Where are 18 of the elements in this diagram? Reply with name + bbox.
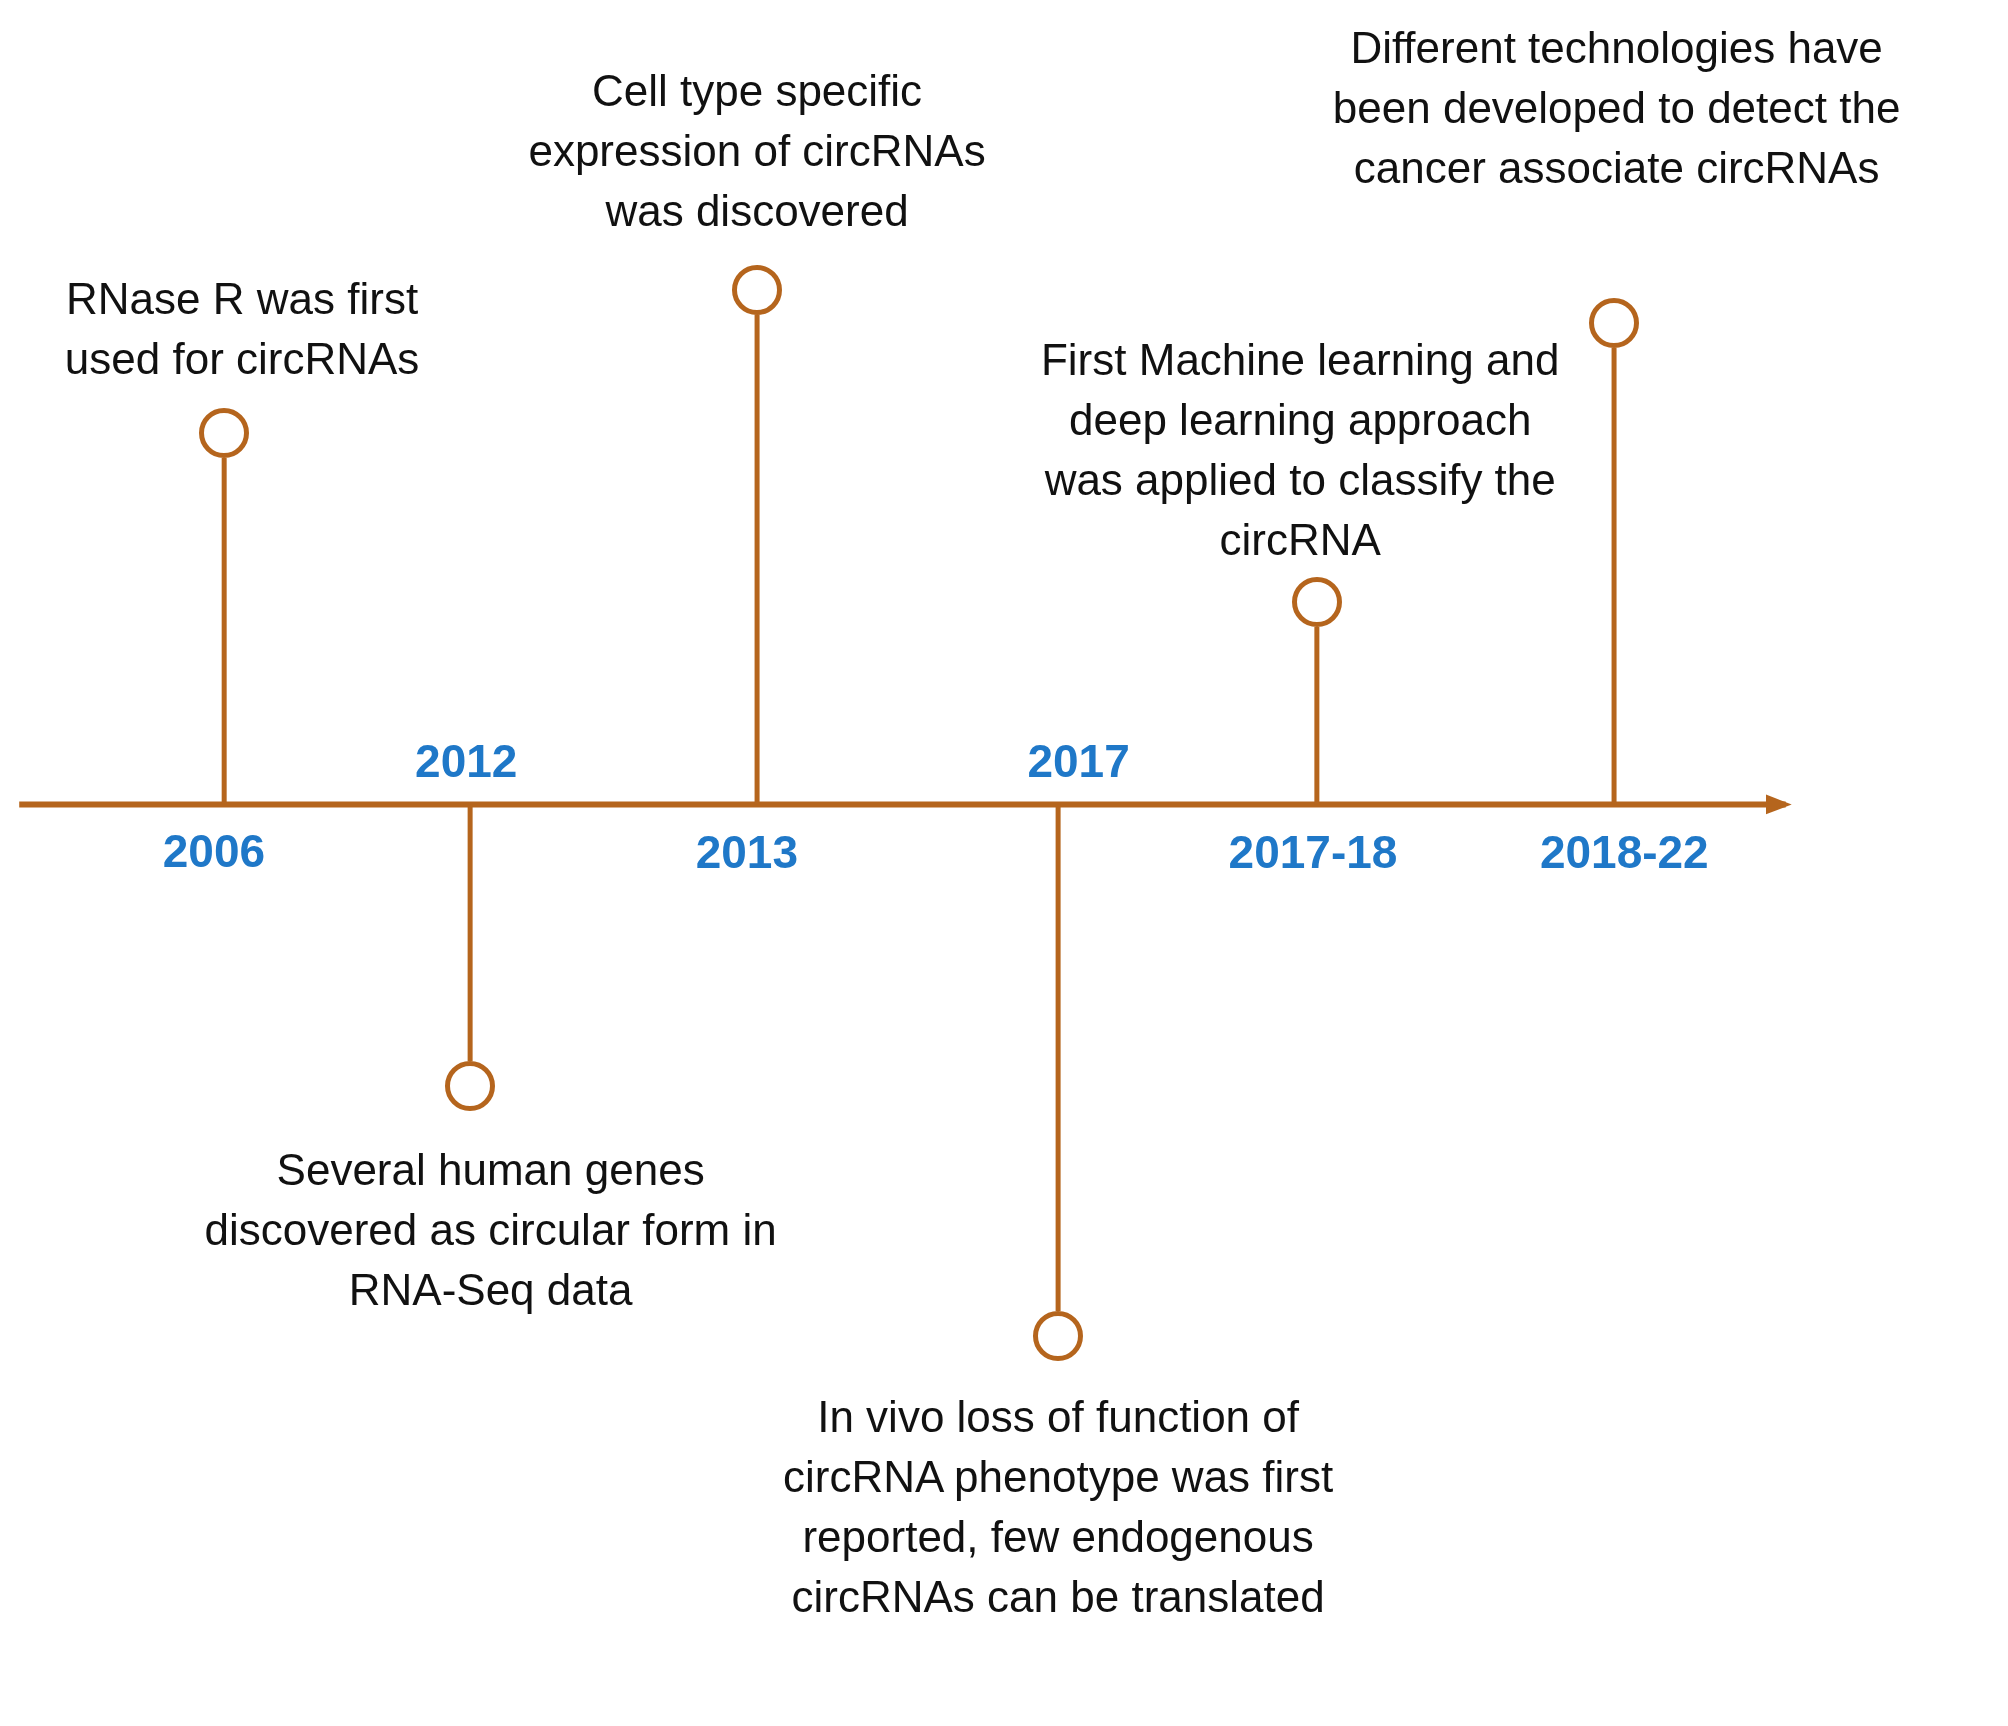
- year-label: 2012: [415, 733, 518, 788]
- timeline-stem: [754, 314, 760, 805]
- timeline-stem: [1314, 627, 1320, 805]
- event-description: RNase R was first used for circRNAs: [63, 273, 421, 385]
- year-label: 2018-22: [1539, 824, 1709, 879]
- timeline-stem: [1055, 804, 1061, 1312]
- year-label: 2017-18: [1228, 824, 1398, 879]
- timeline-stem: [1611, 347, 1617, 805]
- timeline-stem: [221, 458, 227, 805]
- year-label: 2006: [162, 823, 266, 878]
- year-label: 2017: [1027, 733, 1130, 788]
- event-description: Different technologies have been developed to detect the cancer associate circRNAs: [1331, 21, 1902, 194]
- event-description: Cell type specific expression of circRNAs was discovered: [527, 65, 987, 238]
- event-description: Several human genes discovered as circular form in RNA-Seq data: [203, 1144, 778, 1317]
- year-label: 2013: [695, 824, 798, 879]
- timeline-stem: [467, 804, 473, 1062]
- event-description: First Machine learning and deep learning approach was applied to classify the circRNA: [1039, 334, 1561, 567]
- event-description: In vivo loss of function of circRNA phenotype was first reported, few endogenous circRNAs can be translated: [782, 1391, 1335, 1624]
